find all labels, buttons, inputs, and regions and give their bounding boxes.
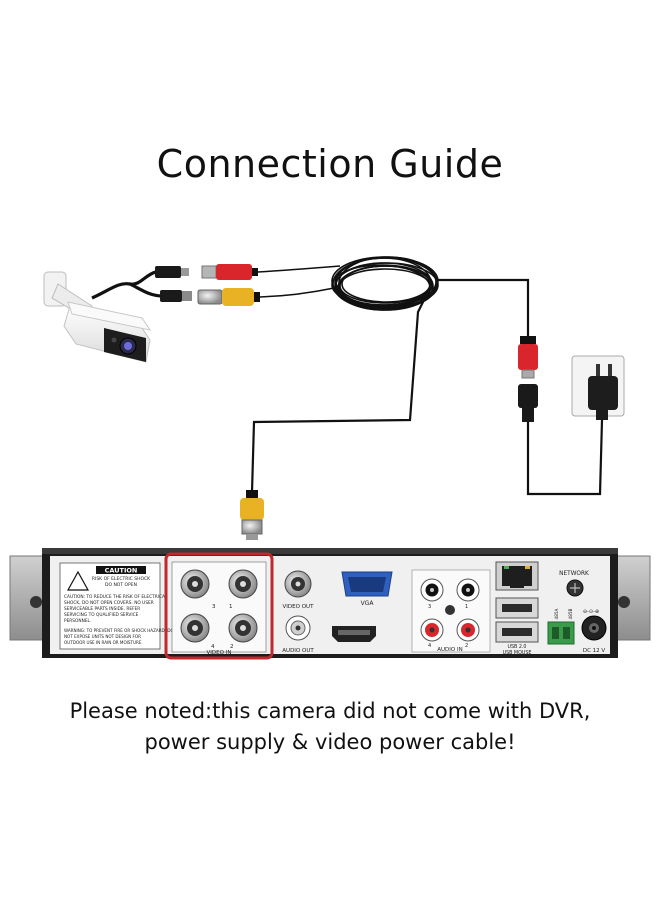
camera-power-plug: [155, 266, 189, 278]
rs485-terminal: 485A 485B: [547, 608, 575, 645]
hdmi-port: [332, 626, 376, 642]
disclaimer-line2: power supply & video power cable!: [144, 730, 516, 754]
caution-warn2: SHOCK, DO NOT OPEN COVERS. NO USER: [64, 600, 154, 606]
video-in-ports: 3 1 4 2 VIDEO IN: [171, 561, 267, 656]
cable-power-connector: [201, 264, 258, 280]
connection-diagram: CAUTION RISK OF ELECTRIC SHOCK DO NOT OP…: [9, 256, 651, 660]
bnc-port-2: [228, 613, 258, 643]
power-adapter-connector: [518, 336, 538, 422]
bullet-camera: [43, 271, 152, 363]
video-out-port: VIDEO OUT: [283, 570, 315, 610]
audio-in-number-2: 2: [465, 643, 468, 649]
video-in-highlight: [164, 552, 274, 660]
vga-label: VGA: [361, 600, 375, 607]
audio-in-ports: 3 1 4 2 AUDIO IN: [411, 569, 491, 653]
rs485-a-label: 485A: [554, 608, 559, 619]
video-in-label: VIDEO IN: [207, 650, 232, 656]
disclaimer-note: Please noted:this camera did not come wi…: [0, 696, 660, 758]
caution-warn4: SERVICING TO QUALIFIED SERVICE: [64, 612, 139, 618]
usb-label: USB 2.0: [507, 644, 526, 650]
audio-in-port-3: [420, 578, 444, 602]
warning-triangle-icon: [66, 570, 90, 591]
audio-in-port-1: [456, 578, 480, 602]
cable-bnc-connector: [197, 288, 260, 306]
video-out-label: VIDEO OUT: [283, 604, 315, 610]
power-adapter: [588, 376, 618, 420]
network-port: NETWORK: [495, 561, 589, 591]
caution-warn5: PERSONNEL.: [64, 618, 91, 624]
camera-pigtail: [91, 270, 163, 300]
screw-icon: [445, 605, 455, 615]
dc-power-jack: ⊖-⊙-⊕ DC 12 V: [581, 609, 607, 654]
bnc-port-1: [228, 569, 258, 599]
adapter-cable: [526, 419, 604, 496]
audio-out-label: AUDIO OUT: [282, 648, 314, 654]
disclaimer-line1: Please noted:this camera did not come wi…: [69, 699, 591, 723]
audio-in-number-4: 4: [428, 643, 431, 649]
vga-port: VGA: [341, 571, 393, 607]
caution-heading: CAUTION: [105, 567, 138, 575]
usb-ports: USB 2.0 USB MOUSE: [495, 597, 539, 656]
audio-in-port-2: [456, 618, 480, 642]
power-cable: [436, 278, 530, 338]
audio-out-port: AUDIO OUT: [282, 615, 314, 654]
caution-warn1: CAUTION: TO REDUCE THE RISK OF ELECTRICA…: [64, 594, 168, 600]
video-in-number-3: 3: [212, 604, 216, 610]
audio-in-port-4: [420, 618, 444, 642]
video-in-number-4: 4: [211, 644, 215, 650]
dc-label: DC 12 V: [583, 648, 606, 654]
caution-warn7: NOT EXPOSE UNITS NOT DESIGN FOR: [64, 634, 141, 639]
camera-bnc-plug: [160, 290, 192, 302]
audio-in-number-3: 3: [428, 604, 431, 610]
caution-line2: DO NOT OPEN: [105, 582, 137, 588]
caution-warn8: OUTDOOR USE IN RAIN OR MOISTURE: [64, 640, 142, 645]
dc-polarity-icon: ⊖-⊙-⊕: [583, 609, 599, 615]
caution-warn6: WARNING: TO PREVENT FIRE OR SHOCK HAZARD…: [64, 628, 174, 633]
caution-label: CAUTION RISK OF ELECTRIC SHOCK DO NOT OP…: [59, 562, 174, 650]
video-cable: [250, 297, 426, 493]
cable-coil: [257, 256, 439, 311]
bnc-port-4: [180, 613, 210, 643]
network-label: NETWORK: [559, 571, 589, 577]
audio-in-number-1: 1: [465, 604, 468, 610]
rs485-b-label: 485B: [568, 608, 573, 619]
bnc-port-3: [180, 569, 210, 599]
usb-mouse-label: USB MOUSE: [503, 650, 532, 656]
page-title: Connection Guide: [156, 142, 504, 186]
dvr-bnc-plug: [240, 490, 264, 540]
video-in-number-1: 1: [229, 604, 233, 610]
audio-in-label: AUDIO IN: [437, 647, 462, 653]
video-in-number-2: 2: [230, 644, 234, 650]
ground-screw: [566, 579, 584, 597]
caution-warn3: SERVICEABLE PARTS INSIDE. REFER: [64, 606, 140, 612]
caution-line1: RISK OF ELECTRIC SHOCK: [92, 576, 151, 582]
